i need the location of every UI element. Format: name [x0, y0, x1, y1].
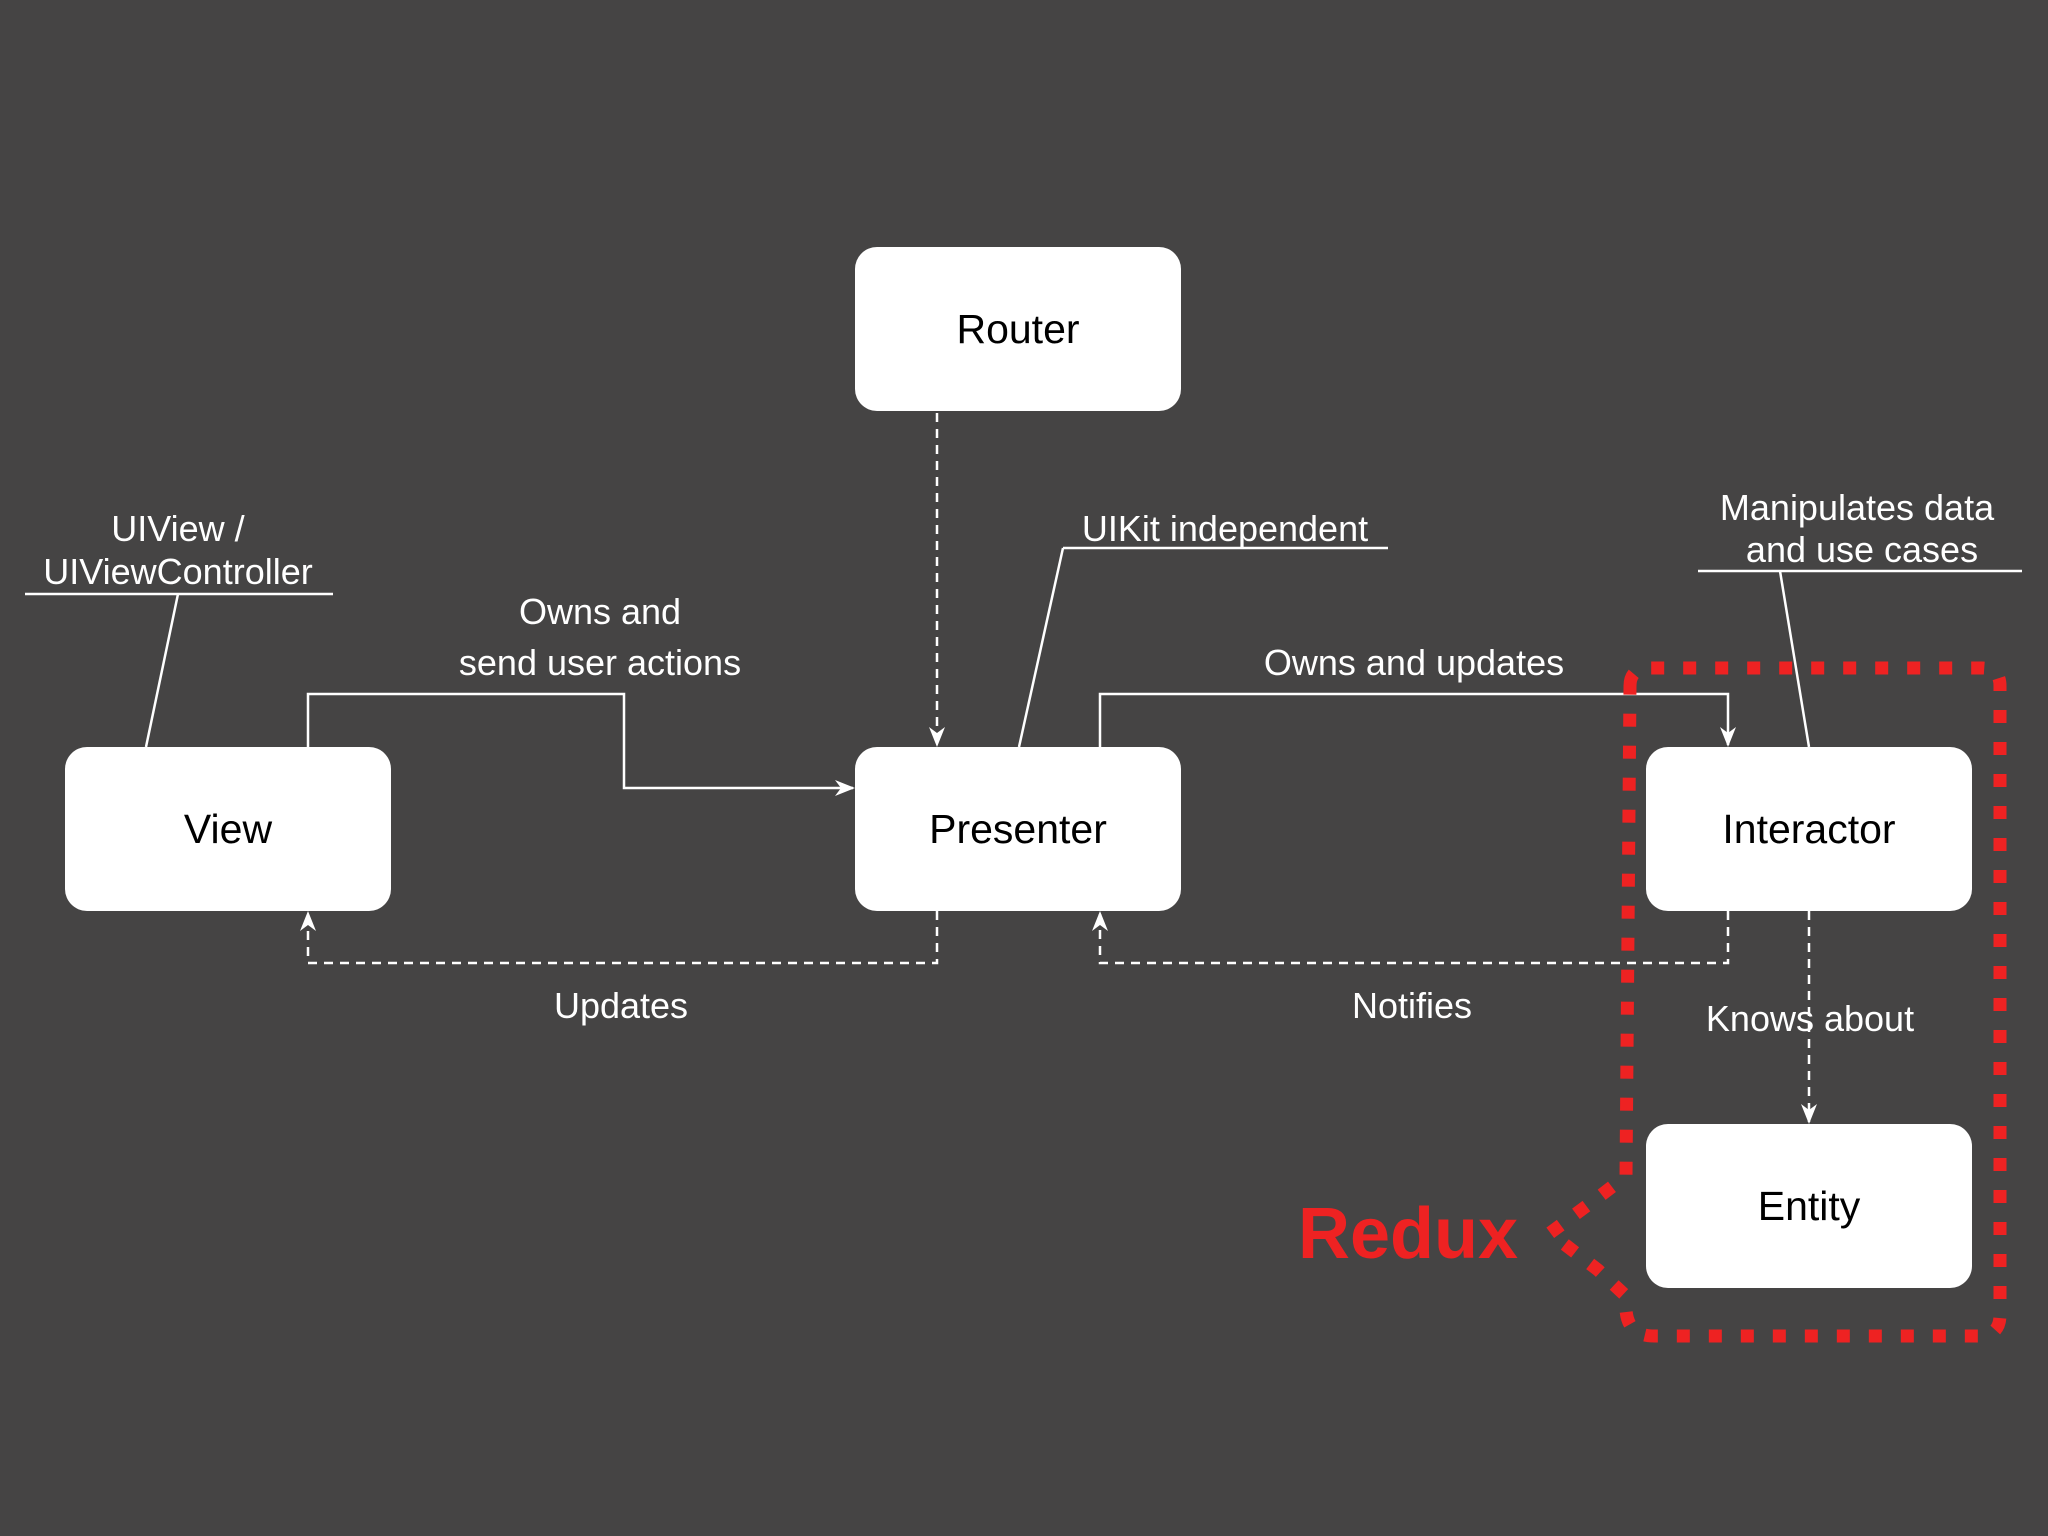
view-to-presenter-edge — [306, 692, 855, 796]
view-node: View — [65, 747, 391, 911]
knows-about-label: Knows about — [1706, 998, 1914, 1039]
view-label: View — [184, 806, 273, 852]
interactor-notifies-presenter-edge — [1092, 911, 1730, 965]
redux-dotted-outline — [1539, 661, 2007, 1343]
presenter-node: Presenter — [855, 747, 1181, 911]
presenter-label: Presenter — [929, 806, 1107, 852]
manipulates-label-1: Manipulates data — [1720, 487, 1995, 528]
uiviewcontroller-label: UIViewController — [43, 551, 312, 592]
presenter-updates-view-edge — [300, 911, 939, 965]
router-label: Router — [956, 306, 1079, 352]
uiview-annotation: UIView / UIViewController — [25, 508, 333, 748]
owns-updates-label: Owns and updates — [1264, 642, 1564, 683]
owns-send-label-2: send user actions — [459, 642, 741, 683]
uiview-label: UIView / — [111, 508, 244, 549]
entity-label: Entity — [1758, 1183, 1861, 1229]
presenter-to-interactor-edge — [1098, 692, 1736, 747]
redux-label: Redux — [1298, 1194, 1518, 1274]
manipulates-annotation: Manipulates data and use cases — [1698, 487, 2022, 748]
interactor-node: Interactor — [1646, 747, 1972, 911]
entity-node: Entity — [1646, 1124, 1972, 1288]
notifies-label: Notifies — [1352, 985, 1472, 1026]
owns-send-label-1: Owns and — [519, 591, 681, 632]
manipulates-label-2: and use cases — [1746, 529, 1978, 570]
updates-label: Updates — [554, 985, 688, 1026]
uikit-annotation: UIKit independent — [1017, 508, 1388, 748]
redux-highlight: Redux — [1298, 661, 2007, 1343]
uikit-label: UIKit independent — [1082, 508, 1368, 549]
router-node: Router — [855, 247, 1181, 411]
interactor-label: Interactor — [1722, 806, 1895, 852]
